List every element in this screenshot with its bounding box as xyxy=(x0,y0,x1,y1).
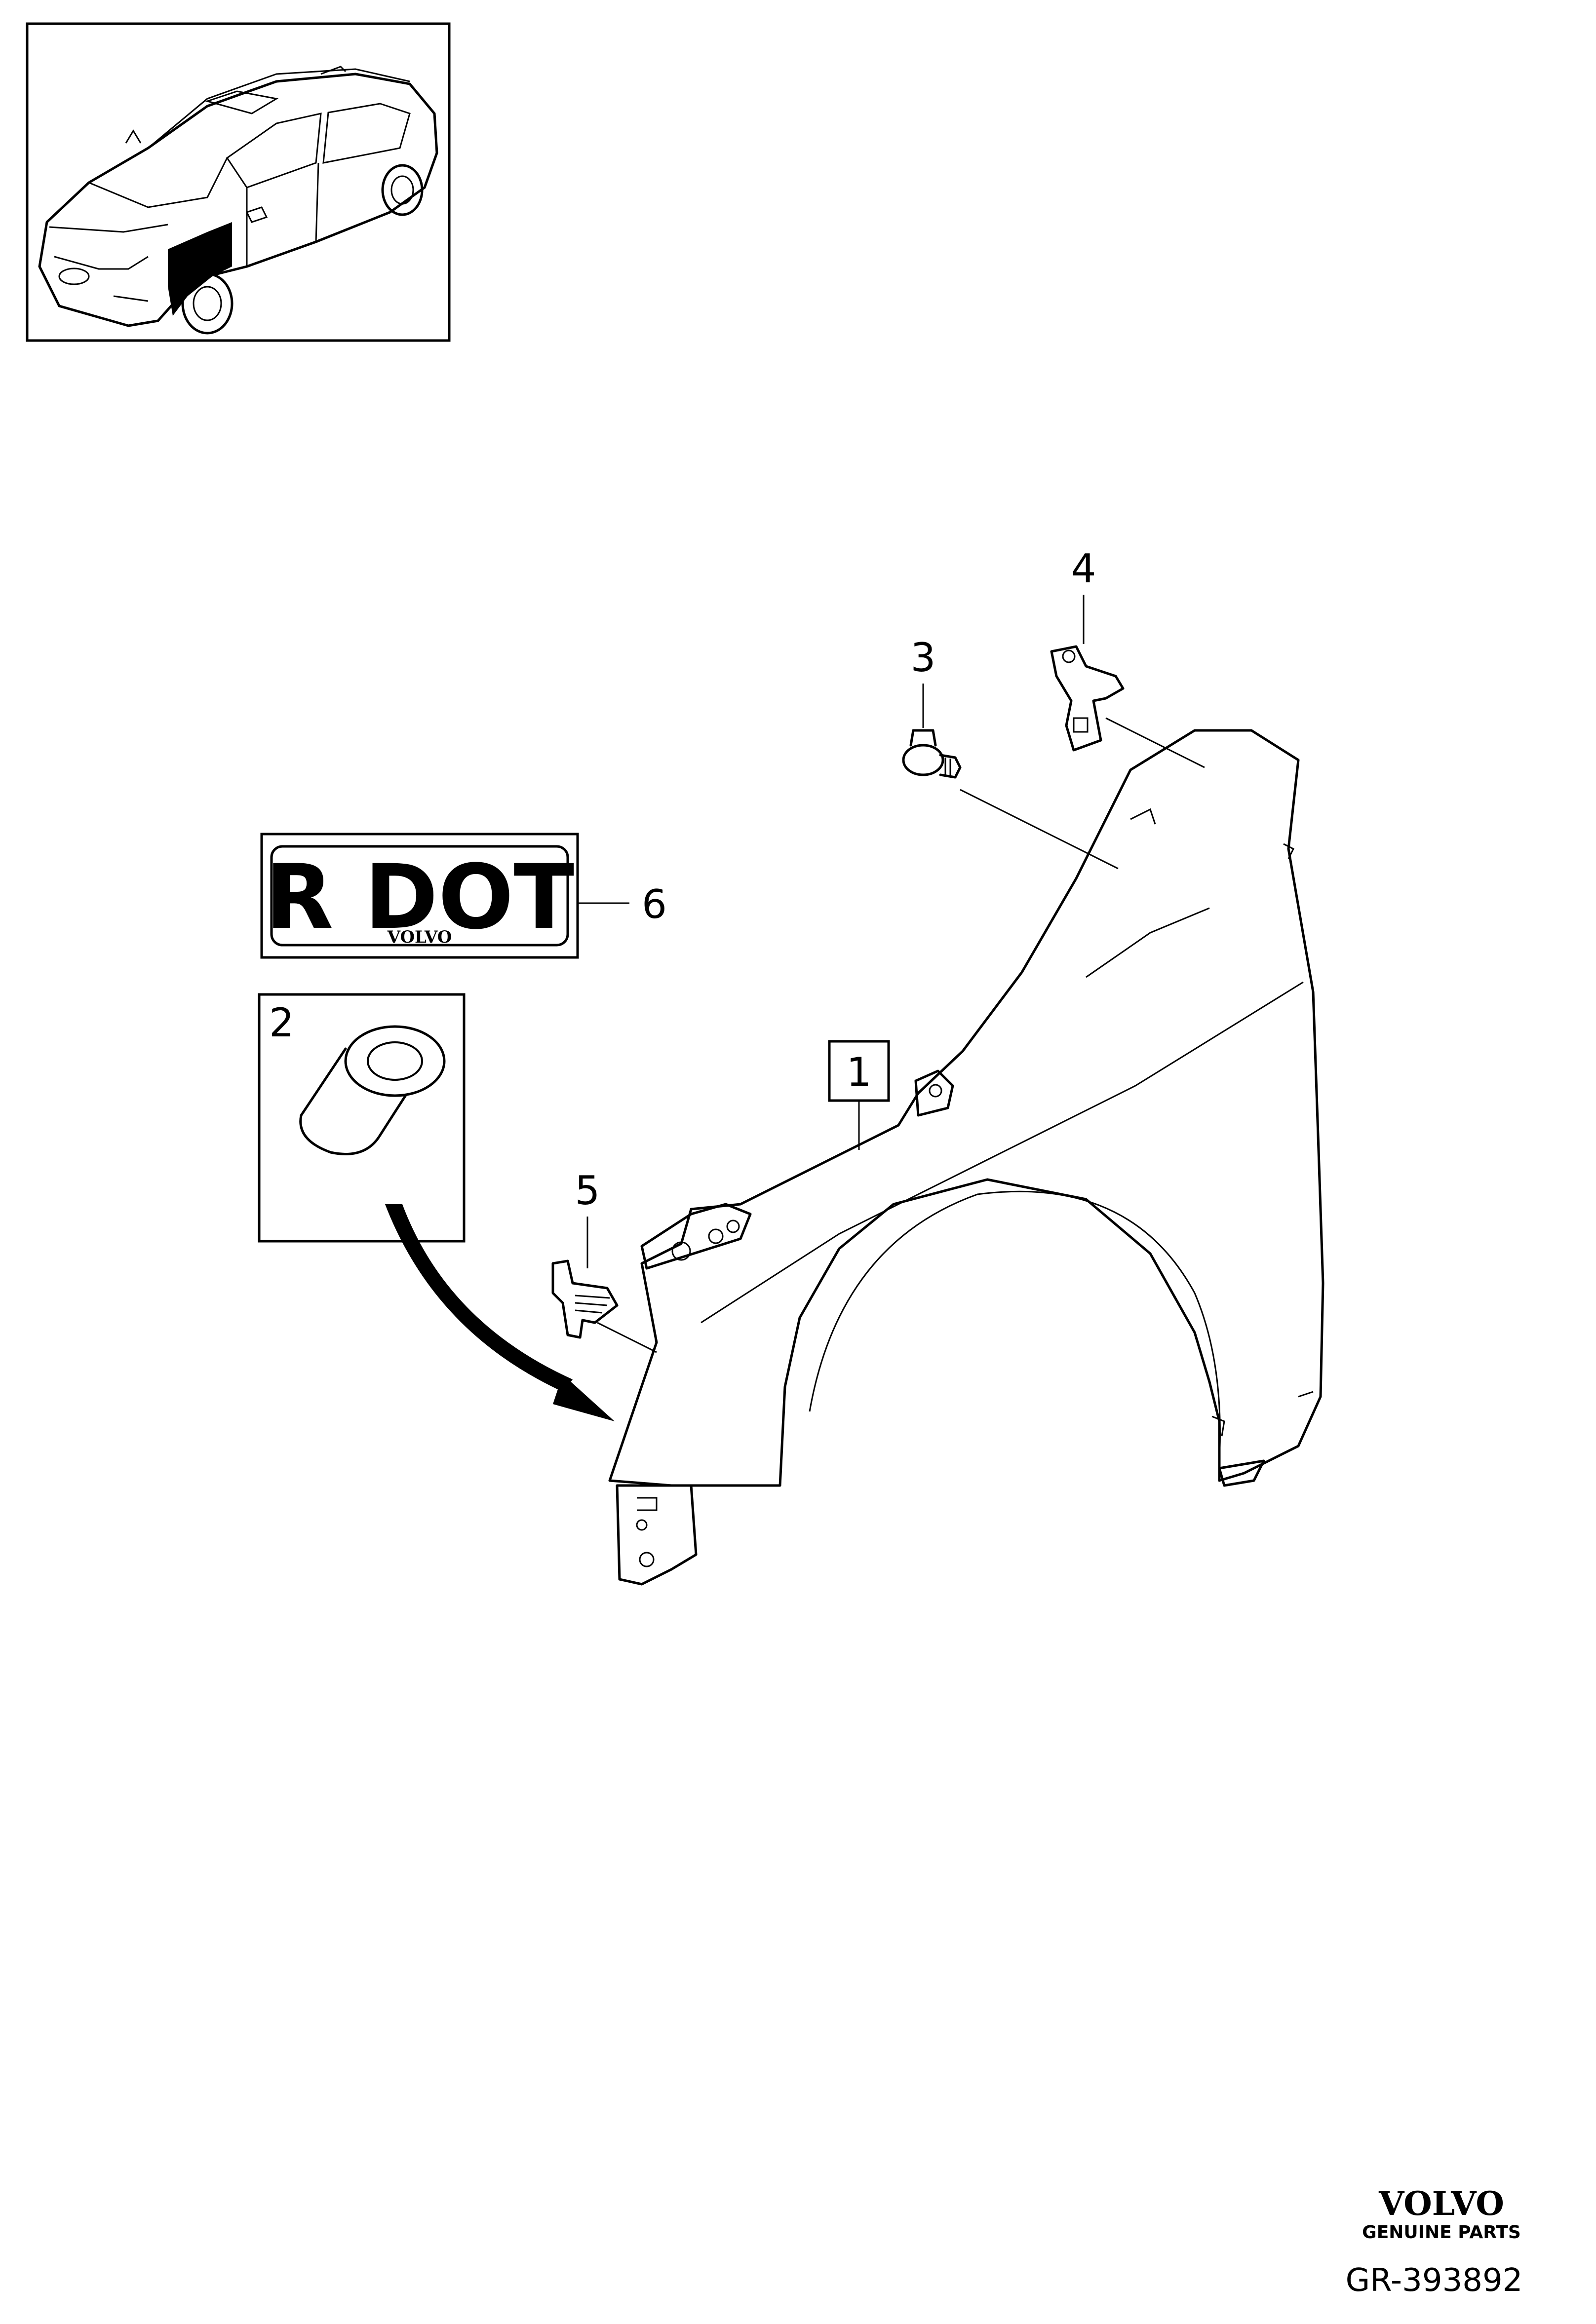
leader-line-5b xyxy=(597,1322,657,1353)
callout-1-box: 1 xyxy=(828,1040,890,1150)
rdot-label-brand: VOLVO xyxy=(387,927,452,947)
bolt-shape xyxy=(902,729,962,779)
part-2-bushing: 2 xyxy=(258,993,466,1243)
callout-4: 4 xyxy=(1071,546,1096,592)
callout-3: 3 xyxy=(911,635,936,681)
callout-2: 2 xyxy=(269,1000,294,1046)
diagram-code: GR-393892 xyxy=(1346,2262,1523,2299)
rdot-label-text: R DOT xyxy=(265,846,574,949)
leader-line-4b xyxy=(1105,717,1205,768)
bushing-shape xyxy=(299,1025,446,1155)
part-6-rdot-label: R DOT VOLVO 6 xyxy=(260,833,667,959)
part-3-bolt: 3 xyxy=(902,635,1119,870)
leader-line-3b xyxy=(960,789,1119,870)
car-outline xyxy=(38,66,438,335)
arrow-part2-to-fender xyxy=(385,1204,615,1421)
part-4-bracket: 4 xyxy=(1050,546,1205,768)
callout-1: 1 xyxy=(847,1049,872,1095)
footer-brand: VOLVO xyxy=(1378,2184,1504,2223)
footer-tagline: GENUINE PARTS xyxy=(1362,2222,1521,2243)
part-1-front-fender xyxy=(608,729,1324,1586)
car-overview-thumbnail xyxy=(26,22,451,342)
clip-shape xyxy=(551,1259,619,1339)
bracket-shape xyxy=(1050,645,1125,752)
callout-6: 6 xyxy=(642,881,667,927)
fender-outline xyxy=(608,729,1324,1487)
callout-5: 5 xyxy=(575,1168,600,1214)
footer: VOLVO GENUINE PARTS GR-393892 xyxy=(1346,2184,1523,2299)
part-5-clip: 5 xyxy=(551,1168,657,1353)
